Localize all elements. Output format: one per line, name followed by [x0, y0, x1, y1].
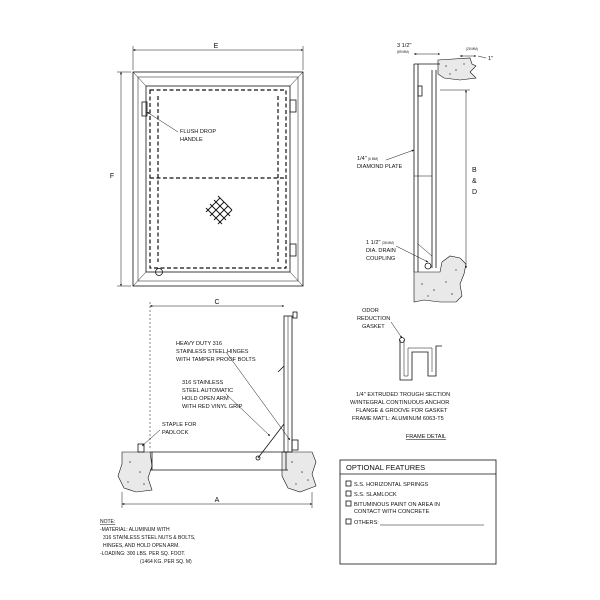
staple-icon: [137, 443, 145, 453]
leader-line: [395, 245, 429, 263]
dim-label-d: D: [472, 189, 477, 196]
note-line: (1464 KG. PER SQ. M): [140, 559, 192, 565]
option-slamlock: S.S. SLAMLOCK: [354, 492, 397, 498]
callout-flush-drop-handle: HANDLE: [180, 137, 203, 143]
frame-detail-line: W/INTEGRAL CONTINUOUS ANCHOR: [350, 400, 449, 406]
plan-door-panel: [145, 85, 291, 273]
callout-hold-open-arm: STEEL AUTOMATIC: [182, 388, 233, 394]
hold-open-arm: [257, 423, 285, 459]
callout-gasket: GASKET: [362, 324, 385, 330]
callout-hinges: STAINLESS STEEL HINGES: [176, 349, 249, 355]
frame-profile-inner: [403, 340, 433, 377]
option-bituminous-paint: BITUMINOUS PAINT ON AREA IN: [354, 502, 440, 508]
callout-drain-mm: (38 MM): [382, 241, 394, 245]
notes-block: NOTE: -MATERIAL: ALUMINUM WITH 316 STAIN…: [100, 519, 195, 565]
option-horizontal-springs: S.S. HORIZONTAL SPRINGS: [354, 482, 429, 488]
concrete-left: [117, 451, 153, 493]
elevation-section: C A HEAVY DUTY 316 STAINLESS STEEL HINGE…: [117, 299, 317, 508]
callout-gasket: REDUCTION: [357, 316, 390, 322]
leader-line: [141, 429, 161, 447]
drain-hole-icon: [155, 268, 163, 276]
dim-label-a: A: [215, 497, 220, 504]
note-line: HINGES, AND HOLD OPEN ARM.: [103, 543, 180, 549]
hinge-icon: [417, 85, 423, 97]
plan-view: E F FLUSH DROP HANDLE: [110, 43, 304, 287]
hinge-icon: [291, 439, 299, 451]
dim-label-flange: 1": [488, 56, 493, 62]
plan-dashed-channel: [149, 89, 287, 269]
dim-label-c: C: [214, 299, 219, 306]
plan-corner-line: [132, 271, 147, 287]
dim-label-flange-mm: (25 MM): [466, 47, 478, 51]
callout-hold-open-arm: WITH RED VINYL GRIP: [182, 404, 243, 410]
optional-features-box: OPTIONAL FEATURES S.S. HORIZONTAL SPRING…: [339, 459, 497, 565]
dim-label-side-frame-mm: (89 MM): [397, 50, 409, 54]
dim-label-amp: &: [472, 178, 477, 185]
dim-label-f: F: [110, 173, 114, 180]
plan-outer-frame: [132, 71, 304, 287]
callout-drain: DIA. DRAIN: [366, 248, 396, 254]
callout-diamond-plate-mm: (6 MM): [368, 157, 378, 161]
note-title: NOTE:: [100, 519, 115, 525]
leader-line: [225, 351, 291, 441]
frame-detail-line: FLANGE & GROOVE FOR GASKET: [356, 408, 448, 414]
note-line: -MATERIAL: ALUMINUM WITH: [100, 527, 170, 533]
plan-frame-inner-line: [137, 76, 299, 282]
concrete-bottom: [413, 255, 467, 303]
leader-line: [477, 55, 487, 59]
option-bituminous-paint: CONTACT WITH CONCRETE: [354, 509, 430, 515]
dim-label-side-frame: 3 1/2": [397, 43, 411, 49]
plan-corner-line: [289, 271, 304, 287]
hinge-icon: [289, 243, 297, 257]
concrete-top: [437, 57, 477, 81]
plan-corner-line: [289, 71, 304, 87]
checkbox-others[interactable]: [345, 518, 352, 525]
hold-open-arm-grip: [277, 365, 285, 373]
dim-label-e: E: [214, 43, 219, 50]
optional-features-border: [339, 459, 497, 565]
option-others: OTHERS:: [354, 520, 379, 526]
callout-gasket: ODOR: [362, 308, 379, 314]
callout-diamond-plate: 1/4": [357, 156, 367, 162]
leader-line: [146, 111, 179, 133]
frame-detail-title: FRAME DETAIL: [406, 434, 446, 440]
callout-hinges: HEAVY DUTY 316: [176, 341, 222, 347]
flush-drop-handle-icon: [141, 101, 148, 117]
frame-profile: [399, 340, 442, 381]
side-section: 3 1/2" (89 MM) (25 MM) 1" B & D 1/4" (6 …: [357, 43, 493, 303]
checkbox-slamlock[interactable]: [345, 490, 352, 497]
checkbox-horizontal-springs[interactable]: [345, 480, 352, 487]
callout-staple: STAPLE FOR: [162, 422, 196, 428]
checkbox-bituminous-paint[interactable]: [345, 500, 352, 507]
optional-features-title: OPTIONAL FEATURES: [346, 463, 425, 472]
frame-detail: ODOR REDUCTION GASKET 1/4" EXTRUDED TROU…: [350, 308, 450, 440]
leader-line: [385, 149, 415, 161]
drain-coupling-icon: [424, 262, 432, 270]
concrete-right: [281, 451, 317, 493]
frame-detail-line: 1/4" EXTRUDED TROUGH SECTION: [356, 392, 450, 398]
leader-line: [390, 321, 403, 339]
arm-pivot: [255, 455, 261, 461]
callout-hinges: WITH TAMPER PROOF BOLTS: [176, 357, 256, 363]
handle-icon: [292, 311, 298, 319]
callout-diamond-plate: DIAMOND PLATE: [357, 164, 403, 170]
concrete-texture: [421, 63, 465, 297]
dim-label-b: B: [472, 167, 477, 174]
callout-hold-open-arm: HOLD OPEN ARM: [182, 396, 229, 402]
callout-drain: 1 1/2": [366, 240, 380, 246]
leader-line: [225, 393, 271, 437]
concrete-texture: [127, 461, 309, 485]
callout-drain: COUPLING: [366, 256, 395, 262]
callout-hold-open-arm: 316 STAINLESS: [182, 380, 224, 386]
hinge-icon: [289, 99, 297, 113]
frame-detail-line: FRAME MAT'L: ALUMINUM 6063-T5: [352, 416, 444, 422]
diamond-plate-pattern-icon: [205, 195, 233, 225]
callout-flush-drop-handle: FLUSH DROP: [180, 129, 216, 135]
note-line: -LOADING: 300 LBS. PER SQ. FOOT.: [100, 551, 185, 557]
callout-staple: PADLOCK: [162, 430, 189, 436]
note-line: 316 STAINLESS STEEL NUTS & BOLTS,: [103, 535, 195, 541]
drain-pipe: [417, 243, 433, 257]
plan-corner-line: [132, 71, 147, 87]
